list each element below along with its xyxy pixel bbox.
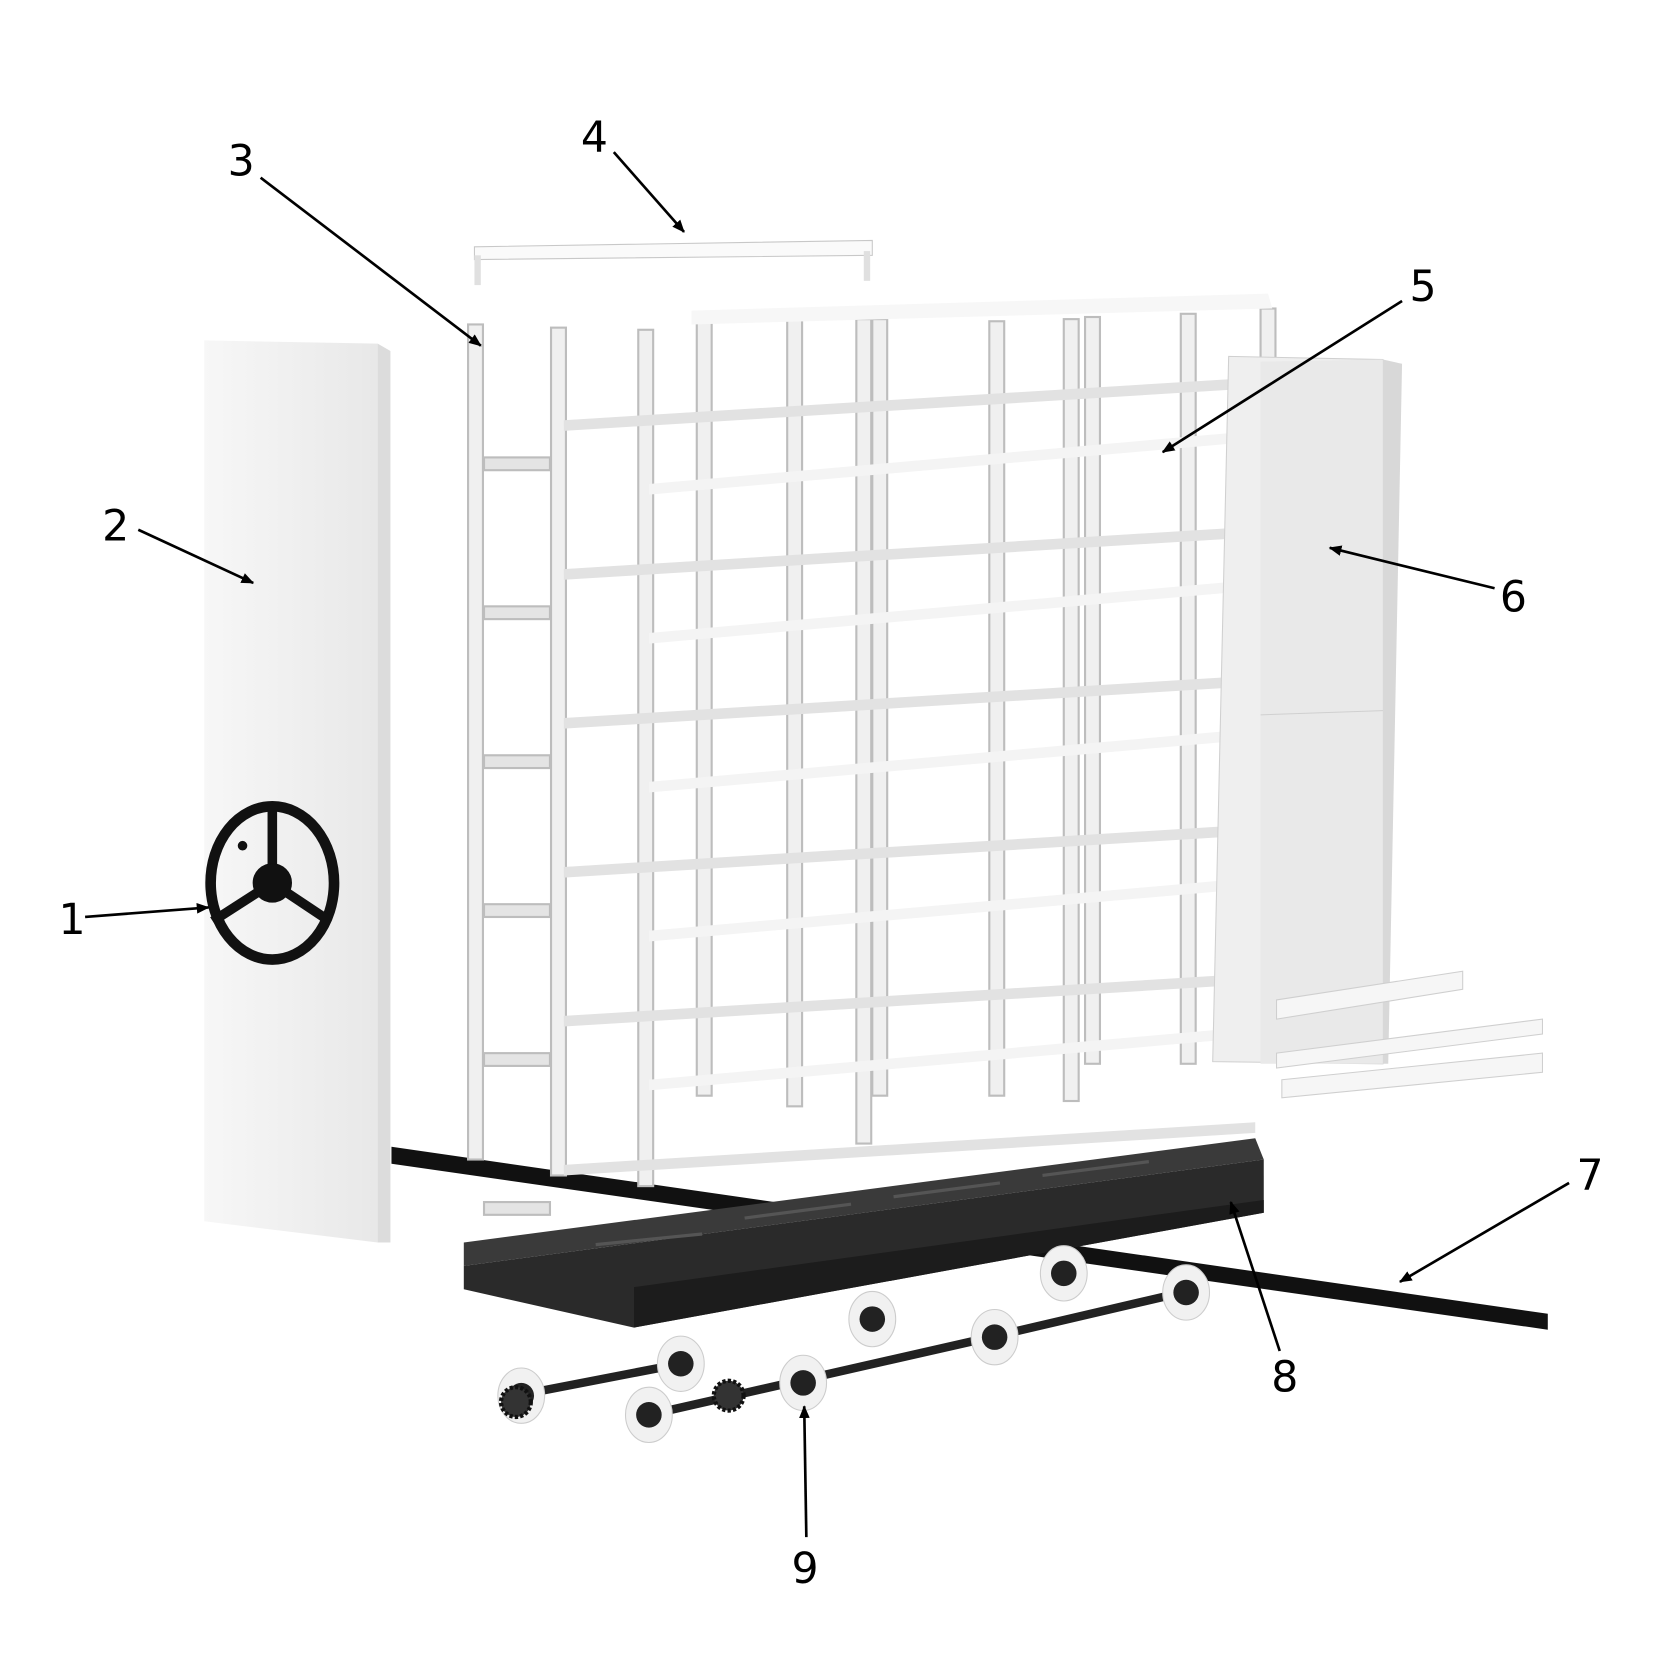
top-cover	[473, 239, 873, 286]
wheel-hub	[790, 1370, 816, 1396]
callout-label-2: 2	[102, 502, 129, 551]
upright-post	[637, 328, 655, 1188]
spare-shelf-parts	[1275, 970, 1544, 1099]
upright-post	[1062, 318, 1080, 1103]
arrow-4	[612, 151, 686, 233]
arrow-8	[1229, 1201, 1281, 1352]
callout-label-4: 4	[581, 114, 608, 163]
side-brace	[482, 1201, 552, 1216]
shelving-unit	[466, 293, 1277, 1240]
sprocket	[498, 1385, 533, 1420]
arrow-7	[1399, 1181, 1570, 1283]
callout-label-8: 8	[1271, 1353, 1298, 1402]
wheel-hub	[1051, 1260, 1077, 1287]
arrow-9	[799, 1405, 810, 1538]
wheel-hub	[981, 1324, 1008, 1350]
shelf	[648, 430, 1256, 495]
back-rail	[563, 824, 1256, 878]
back-rail	[563, 377, 1256, 431]
shelf	[648, 877, 1256, 942]
shelf	[648, 728, 1256, 793]
side-brace	[482, 754, 552, 770]
top-rail	[691, 293, 1273, 325]
callout-label-1: 1	[59, 896, 86, 945]
callout-labels: 1 2 3 4 5 6 7 8 9	[59, 114, 1604, 1594]
callout-label-6: 6	[1500, 574, 1527, 623]
arrow-5	[1161, 299, 1403, 454]
side-brace	[482, 456, 552, 472]
upright-post	[855, 318, 873, 1145]
shelf	[648, 1026, 1256, 1091]
callout-label-9: 9	[791, 1545, 818, 1594]
sprocket	[711, 1378, 746, 1413]
wheel-hub	[1173, 1279, 1199, 1306]
side-brace	[482, 903, 552, 919]
upright-post	[549, 326, 567, 1177]
wheel-hub	[636, 1402, 662, 1428]
base-chassis	[463, 1138, 1264, 1328]
back-rail	[563, 526, 1256, 580]
wheel-axle-assembly	[497, 1245, 1211, 1444]
side-brace	[482, 1052, 552, 1067]
shelf	[648, 579, 1256, 644]
arrow-1	[84, 903, 210, 919]
side-panel	[1212, 355, 1403, 1065]
handwheel	[205, 801, 340, 965]
wheel-hub	[668, 1350, 694, 1377]
callout-label-3: 3	[228, 138, 255, 187]
arrow-6	[1328, 545, 1495, 590]
back-rail	[563, 973, 1256, 1027]
back-rail	[563, 675, 1256, 729]
callout-label-7: 7	[1577, 1151, 1604, 1200]
callout-arrows	[84, 151, 1570, 1538]
end-panel	[204, 340, 391, 1243]
callout-label-5: 5	[1410, 263, 1437, 312]
upright-post	[695, 312, 713, 1097]
arrow-2	[137, 528, 255, 585]
upright-post	[988, 320, 1006, 1097]
arrow-3	[259, 176, 482, 347]
side-brace	[482, 605, 552, 621]
back-rail	[563, 1122, 1256, 1176]
upright-post	[466, 323, 485, 1161]
wheel-hub	[859, 1306, 886, 1332]
